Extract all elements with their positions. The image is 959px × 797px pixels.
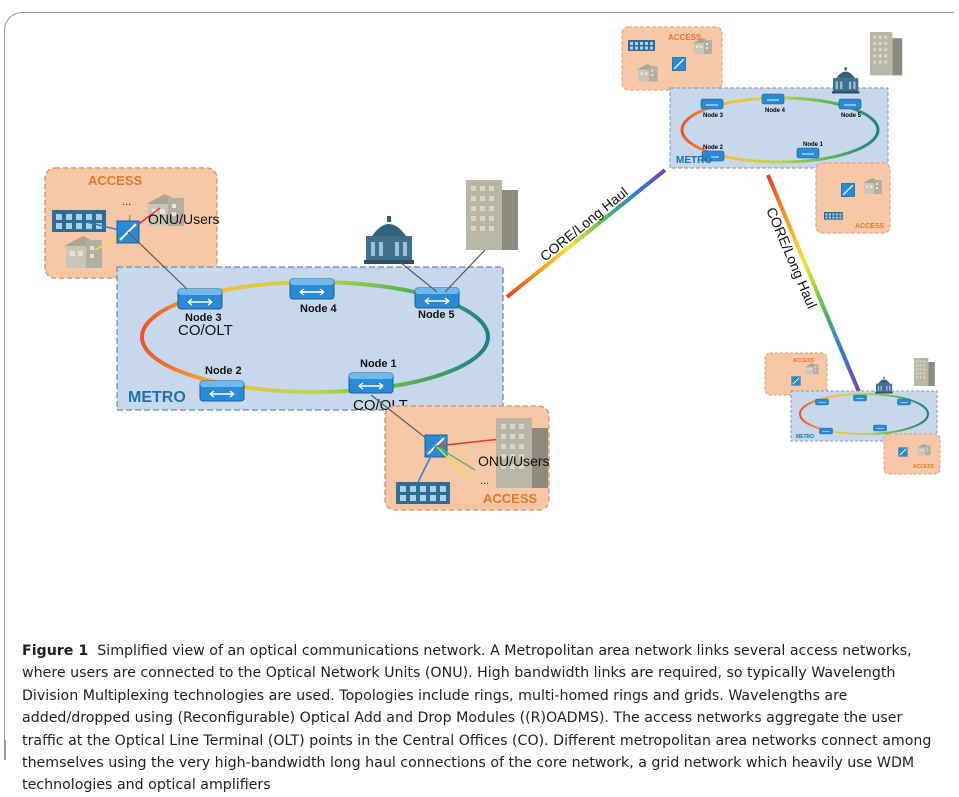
svg-text:...: ...	[122, 196, 131, 208]
node-5-label: Node 5	[418, 309, 455, 321]
co-olt-label-left: CO/OLT	[178, 322, 233, 339]
svg-text:Node 2: Node 2	[703, 145, 724, 151]
svg-text:METRO: METRO	[796, 434, 814, 440]
access-network-bottom: ONU/Users ... ACCESS	[370, 394, 550, 511]
svg-text:ACCESS: ACCESS	[855, 223, 885, 230]
figure-frame	[4, 12, 954, 757]
metro-network-bottom-right: ACCESS METRO ACCESS	[764, 352, 941, 475]
node-3-label: Node 3	[185, 312, 222, 324]
svg-text:ACCESS: ACCESS	[793, 358, 815, 364]
node-2-roadm	[199, 380, 245, 402]
core-long-haul-label-2: CORE/Long Haul	[763, 205, 820, 311]
access-label: ACCESS	[88, 173, 143, 188]
caption-rule	[4, 740, 6, 760]
svg-text:ACCESS: ACCESS	[668, 33, 702, 42]
node-5-roadm	[414, 287, 460, 309]
access-network-top-left: ACCESS ... ONU/Users	[44, 167, 220, 279]
svg-text:Node 4: Node 4	[765, 108, 786, 114]
svg-text:...: ...	[480, 475, 489, 487]
core-long-haul-label-1: CORE/Long Haul	[537, 184, 631, 265]
caption-text: Simplified view of an optical communicat…	[22, 643, 932, 794]
figure-label: Figure 1	[22, 643, 89, 659]
network-diagram: ACCESS ... ONU/Users Node 3 CO/OLT Node …	[44, 26, 941, 511]
svg-text:Node 1: Node 1	[803, 142, 824, 148]
onu-users-label: ONU/Users	[148, 211, 220, 227]
node-1-label: Node 1	[360, 358, 397, 370]
node-2-label: Node 2	[205, 365, 242, 377]
svg-text:METRO: METRO	[676, 155, 712, 166]
onu-users-label-bottom: ONU/Users	[478, 453, 550, 469]
svg-text:Node 5: Node 5	[841, 113, 862, 119]
buildings-node-5	[364, 180, 518, 293]
metro-network-main: Node 3 CO/OLT Node 4 Node 5 Node 2 Node …	[116, 231, 504, 414]
node-1-roadm	[348, 372, 394, 394]
svg-text:ACCESS: ACCESS	[913, 464, 935, 470]
access-label-bottom: ACCESS	[483, 491, 538, 506]
figure-caption: Figure 1 Simplified view of an optical c…	[22, 640, 942, 797]
metro-network-top-right: ACCESS Node 3 Node 4 Node 5 Node 2 Node …	[621, 26, 903, 234]
node-4-roadm	[289, 278, 335, 300]
node-3-roadm	[177, 288, 223, 310]
core-link-1: CORE/Long Haul	[505, 168, 667, 299]
metro-label: METRO	[128, 389, 186, 406]
node-4-label: Node 4	[300, 303, 338, 315]
svg-text:Node 3: Node 3	[703, 113, 724, 119]
